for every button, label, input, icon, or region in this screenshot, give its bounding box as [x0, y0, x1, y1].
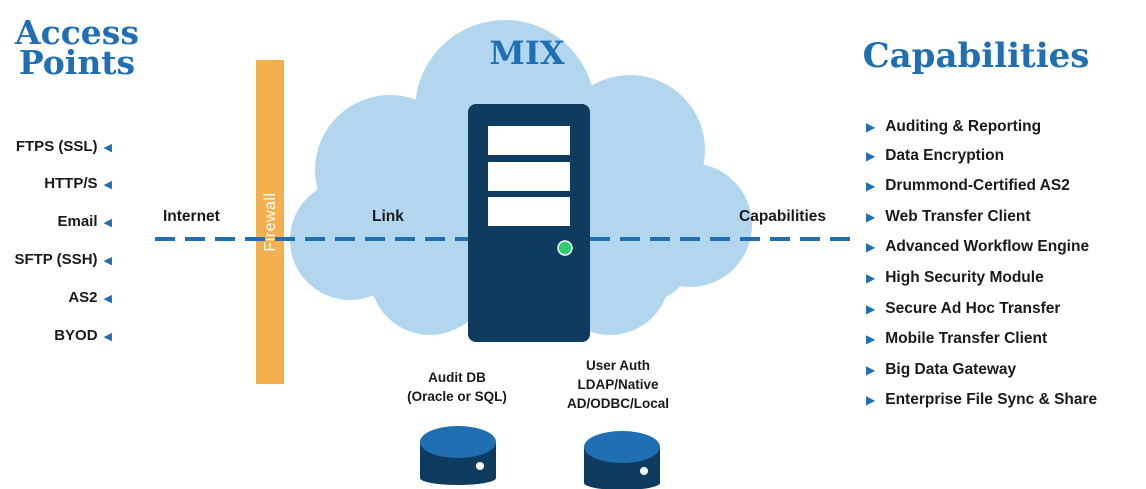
- arrow-left-icon: ◀: [103, 331, 112, 343]
- arrow-right-icon: ▶: [866, 271, 876, 285]
- arrow-right-icon: ▶: [866, 393, 876, 407]
- access-point-label: FTPS (SSL): [15, 138, 98, 155]
- capability-label: Mobile Transfer Client: [885, 330, 1048, 347]
- arrow-right-icon: ▶: [866, 179, 876, 193]
- access-point-item: Email ◀: [0, 213, 113, 230]
- access-point-item: FTPS (SSL) ◀: [0, 138, 112, 155]
- access-point-item: BYOD ◀: [0, 327, 112, 344]
- arrow-right-icon: ▶: [866, 302, 876, 316]
- capability-label: Secure Ad Hoc Transfer: [885, 300, 1061, 317]
- audit-db-subtitle: (Oracle or SQL): [407, 389, 507, 404]
- arrow-right-icon: ▶: [866, 210, 876, 224]
- capability-item: ▶ Mobile Transfer Client: [866, 330, 1047, 348]
- capability-item: ▶ Big Data Gateway: [866, 361, 1016, 379]
- arrow-left-icon: ◀: [103, 179, 112, 191]
- capability-label: Big Data Gateway: [885, 361, 1017, 378]
- access-point-item: HTTP/S ◀: [0, 175, 112, 192]
- user-auth-title: User Auth: [585, 358, 650, 373]
- capability-item: ▶ Enterprise File Sync & Share: [866, 391, 1097, 409]
- server-icon: [468, 104, 590, 342]
- audit-db-caption: Audit DB (Oracle or SQL): [392, 368, 522, 406]
- capability-label: Auditing & Reporting: [885, 118, 1042, 135]
- capability-item: ▶ High Security Module: [866, 269, 1044, 287]
- access-points-title-line1: Access: [15, 13, 139, 52]
- access-point-label: HTTP/S: [44, 175, 98, 192]
- user-auth-line3: AD/ODBC/Local: [566, 396, 669, 411]
- capabilities-title: Capabilities: [862, 36, 1090, 76]
- arrow-left-icon: ◀: [103, 255, 112, 267]
- user-auth-caption: User Auth LDAP/Native AD/ODBC/Local: [548, 356, 688, 413]
- arrow-right-icon: ▶: [866, 120, 876, 134]
- capability-label: Data Encryption: [885, 147, 1005, 164]
- capability-label: Enterprise File Sync & Share: [885, 391, 1098, 408]
- capability-item: ▶ Advanced Workflow Engine: [866, 238, 1089, 256]
- internet-label: Internet: [163, 208, 220, 225]
- firewall-bar: [256, 60, 284, 384]
- capability-label: Web Transfer Client: [885, 208, 1031, 225]
- access-points-title-line2: Points: [18, 43, 136, 82]
- capabilities-line-label: Capabilities: [739, 208, 826, 225]
- arrow-left-icon: ◀: [103, 217, 112, 229]
- capability-item: ▶ Secure Ad Hoc Transfer: [866, 300, 1060, 318]
- capability-item: ▶ Drummond-Certified AS2: [866, 177, 1070, 195]
- arrow-right-icon: ▶: [866, 363, 876, 377]
- capability-item: ▶ Data Encryption: [866, 147, 1004, 165]
- arrow-right-icon: ▶: [866, 149, 876, 163]
- capability-label: High Security Module: [885, 269, 1044, 286]
- access-point-label: AS2: [68, 289, 98, 306]
- capability-label: Advanced Workflow Engine: [885, 238, 1090, 255]
- arrow-right-icon: ▶: [866, 332, 876, 346]
- capability-item: ▶ Auditing & Reporting: [866, 118, 1041, 136]
- access-point-label: SFTP (SSH): [14, 251, 98, 268]
- mix-title: MIX: [489, 34, 565, 72]
- capability-label: Drummond-Certified AS2: [885, 177, 1070, 194]
- audit-db-title: Audit DB: [428, 370, 486, 385]
- arrow-right-icon: ▶: [866, 240, 876, 254]
- access-point-item: AS2 ◀: [0, 289, 112, 306]
- arrow-left-icon: ◀: [103, 293, 112, 305]
- access-points-title: Access Points: [12, 13, 142, 82]
- user-auth-line2: LDAP/Native: [577, 377, 659, 392]
- arrow-left-icon: ◀: [103, 142, 112, 154]
- access-point-label: BYOD: [54, 327, 98, 344]
- capability-item: ▶ Web Transfer Client: [866, 208, 1031, 226]
- link-label: Link: [372, 208, 404, 225]
- access-point-label: Email: [57, 213, 98, 230]
- audit-db-icon: [420, 426, 496, 485]
- user-auth-db-icon: [584, 431, 660, 489]
- access-point-item: SFTP (SSH) ◀: [0, 251, 112, 268]
